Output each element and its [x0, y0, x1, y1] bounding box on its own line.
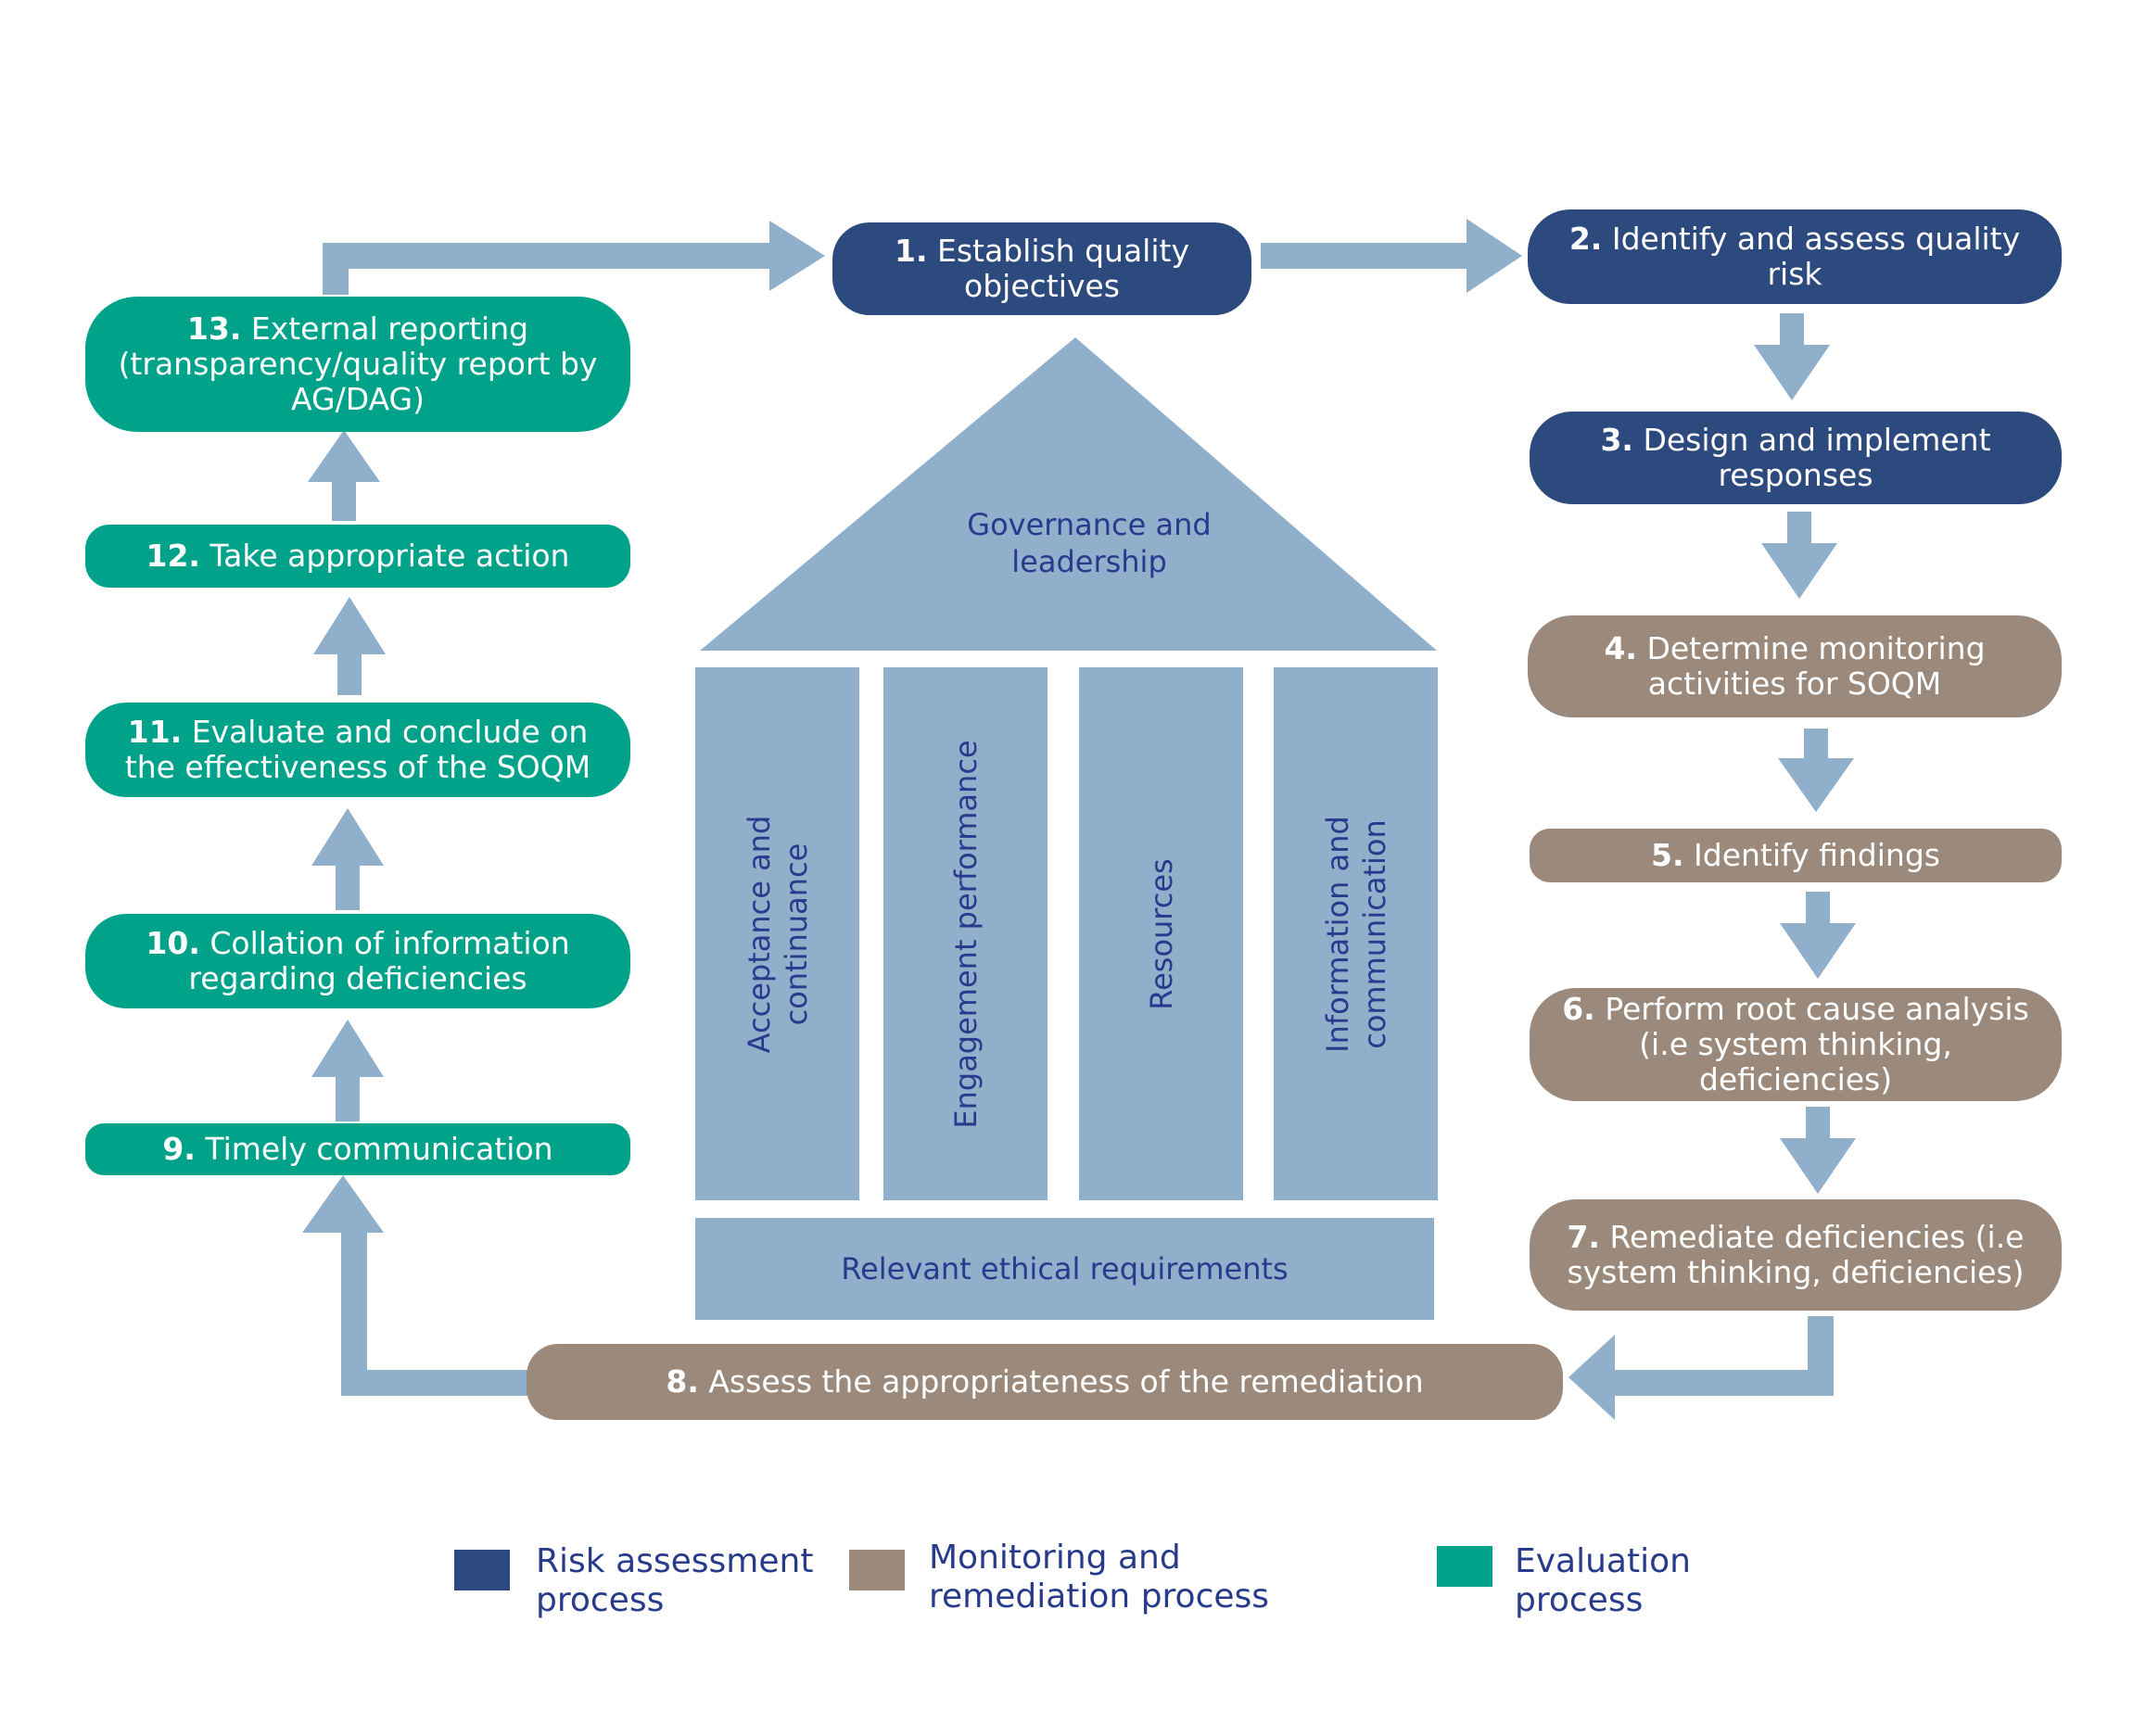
step-7-box: 7. Remediate deficiencies (i.e system th… [1530, 1199, 2062, 1311]
house-pillar: Acceptance and continuance [695, 667, 859, 1200]
step-3-box: 3. Design and implement responses [1530, 412, 2062, 504]
arrow-8-to-9 [302, 1175, 528, 1396]
step-number: 5. [1651, 837, 1684, 873]
pillar-label: Acceptance and continuance [741, 815, 814, 1053]
step-number: 8. [666, 1363, 699, 1400]
step-1-box: 1. Establish quality objectives [832, 222, 1251, 315]
step-text: Evaluate and conclude on the effectivene… [124, 714, 591, 785]
pillar-label: Resources [1143, 857, 1179, 1010]
arrow-1-to-2 [1261, 219, 1522, 293]
pillar-label: Engagement performance [947, 739, 984, 1129]
arrow-10-to-11 [311, 808, 384, 910]
step-number: 9. [162, 1131, 196, 1167]
step-text: Determine monitoring activities for SOQM [1646, 630, 1986, 702]
house-pillar: Information and communication [1274, 667, 1438, 1200]
step-5-box: 5. Identify findings [1530, 829, 2062, 882]
arrow-12-to-13 [308, 430, 380, 521]
step-2-box: 2. Identify and assess quality risk [1528, 209, 2062, 304]
arrow-7-to-8 [1568, 1316, 1834, 1420]
step-text: Take appropriate action [210, 538, 570, 574]
house-foundation: Relevant ethical requirements [695, 1218, 1434, 1320]
step-number: 13. [186, 310, 242, 347]
arrow-9-to-10 [311, 1020, 384, 1121]
step-number: 2. [1568, 221, 1603, 257]
step-text: Identify and assess quality risk [1611, 221, 2021, 292]
legend-label: Risk assessment process [536, 1542, 814, 1619]
step-number: 1. [895, 233, 928, 269]
legend-swatch-evaluation [1437, 1546, 1492, 1587]
arrow-5-to-6 [1780, 892, 1856, 979]
arrow-11-to-12 [313, 597, 386, 695]
step-number: 4. [1604, 630, 1637, 666]
arrow-4-to-5 [1778, 729, 1854, 812]
step-text: Establish quality objectives [937, 233, 1189, 304]
house-roof-label: Governance and leadership [967, 507, 1212, 579]
step-11-box: 11. Evaluate and conclude on the effecti… [85, 703, 630, 797]
step-9-box: 9. Timely communication [85, 1123, 630, 1175]
step-10-box: 10. Collation of information regarding d… [85, 914, 630, 1008]
step-number: 11. [127, 714, 183, 750]
legend-label: Monitoring and remediation process [929, 1539, 1270, 1616]
step-number: 12. [146, 538, 200, 574]
step-text: Collation of information regarding defic… [188, 925, 570, 996]
step-number: 10. [146, 925, 200, 961]
step-text: Perform root cause analysis (i.e system … [1605, 991, 2029, 1097]
step-13-box: 13. External reporting (transparency/qua… [85, 297, 630, 432]
legend-label: Evaluation process [1515, 1542, 1691, 1619]
arrow-13-to-1 [323, 221, 825, 295]
house-pillar: Resources [1079, 667, 1243, 1200]
house-roof [700, 337, 1437, 651]
step-text: Design and implement responses [1643, 422, 1991, 493]
house-foundation-label: Relevant ethical requirements [841, 1251, 1289, 1286]
arrow-2-to-3 [1754, 313, 1830, 400]
step-number: 7. [1567, 1219, 1601, 1255]
step-8-box: 8. Assess the appropriateness of the rem… [527, 1344, 1563, 1420]
step-text: Timely communication [205, 1131, 553, 1167]
step-text: Remediate deficiencies (i.e system think… [1567, 1219, 2025, 1290]
arrow-6-to-7 [1780, 1107, 1856, 1194]
step-6-box: 6. Perform root cause analysis (i.e syst… [1530, 988, 2062, 1101]
house-pillar: Engagement performance [883, 667, 1048, 1200]
step-4-box: 4. Determine monitoring activities for S… [1528, 615, 2062, 717]
step-text: External reporting (transparency/quality… [118, 310, 598, 417]
arrow-3-to-4 [1761, 512, 1837, 599]
step-text: Assess the appropriateness of the remedi… [708, 1363, 1424, 1400]
step-number: 3. [1600, 422, 1633, 458]
legend-swatch-monitoring [849, 1550, 905, 1590]
legend-swatch-risk-assessment [454, 1550, 510, 1590]
step-number: 6. [1562, 991, 1595, 1027]
pillar-label: Information and communication [1319, 815, 1392, 1053]
step-text: Identify findings [1694, 837, 1940, 873]
step-12-box: 12. Take appropriate action [85, 525, 630, 588]
